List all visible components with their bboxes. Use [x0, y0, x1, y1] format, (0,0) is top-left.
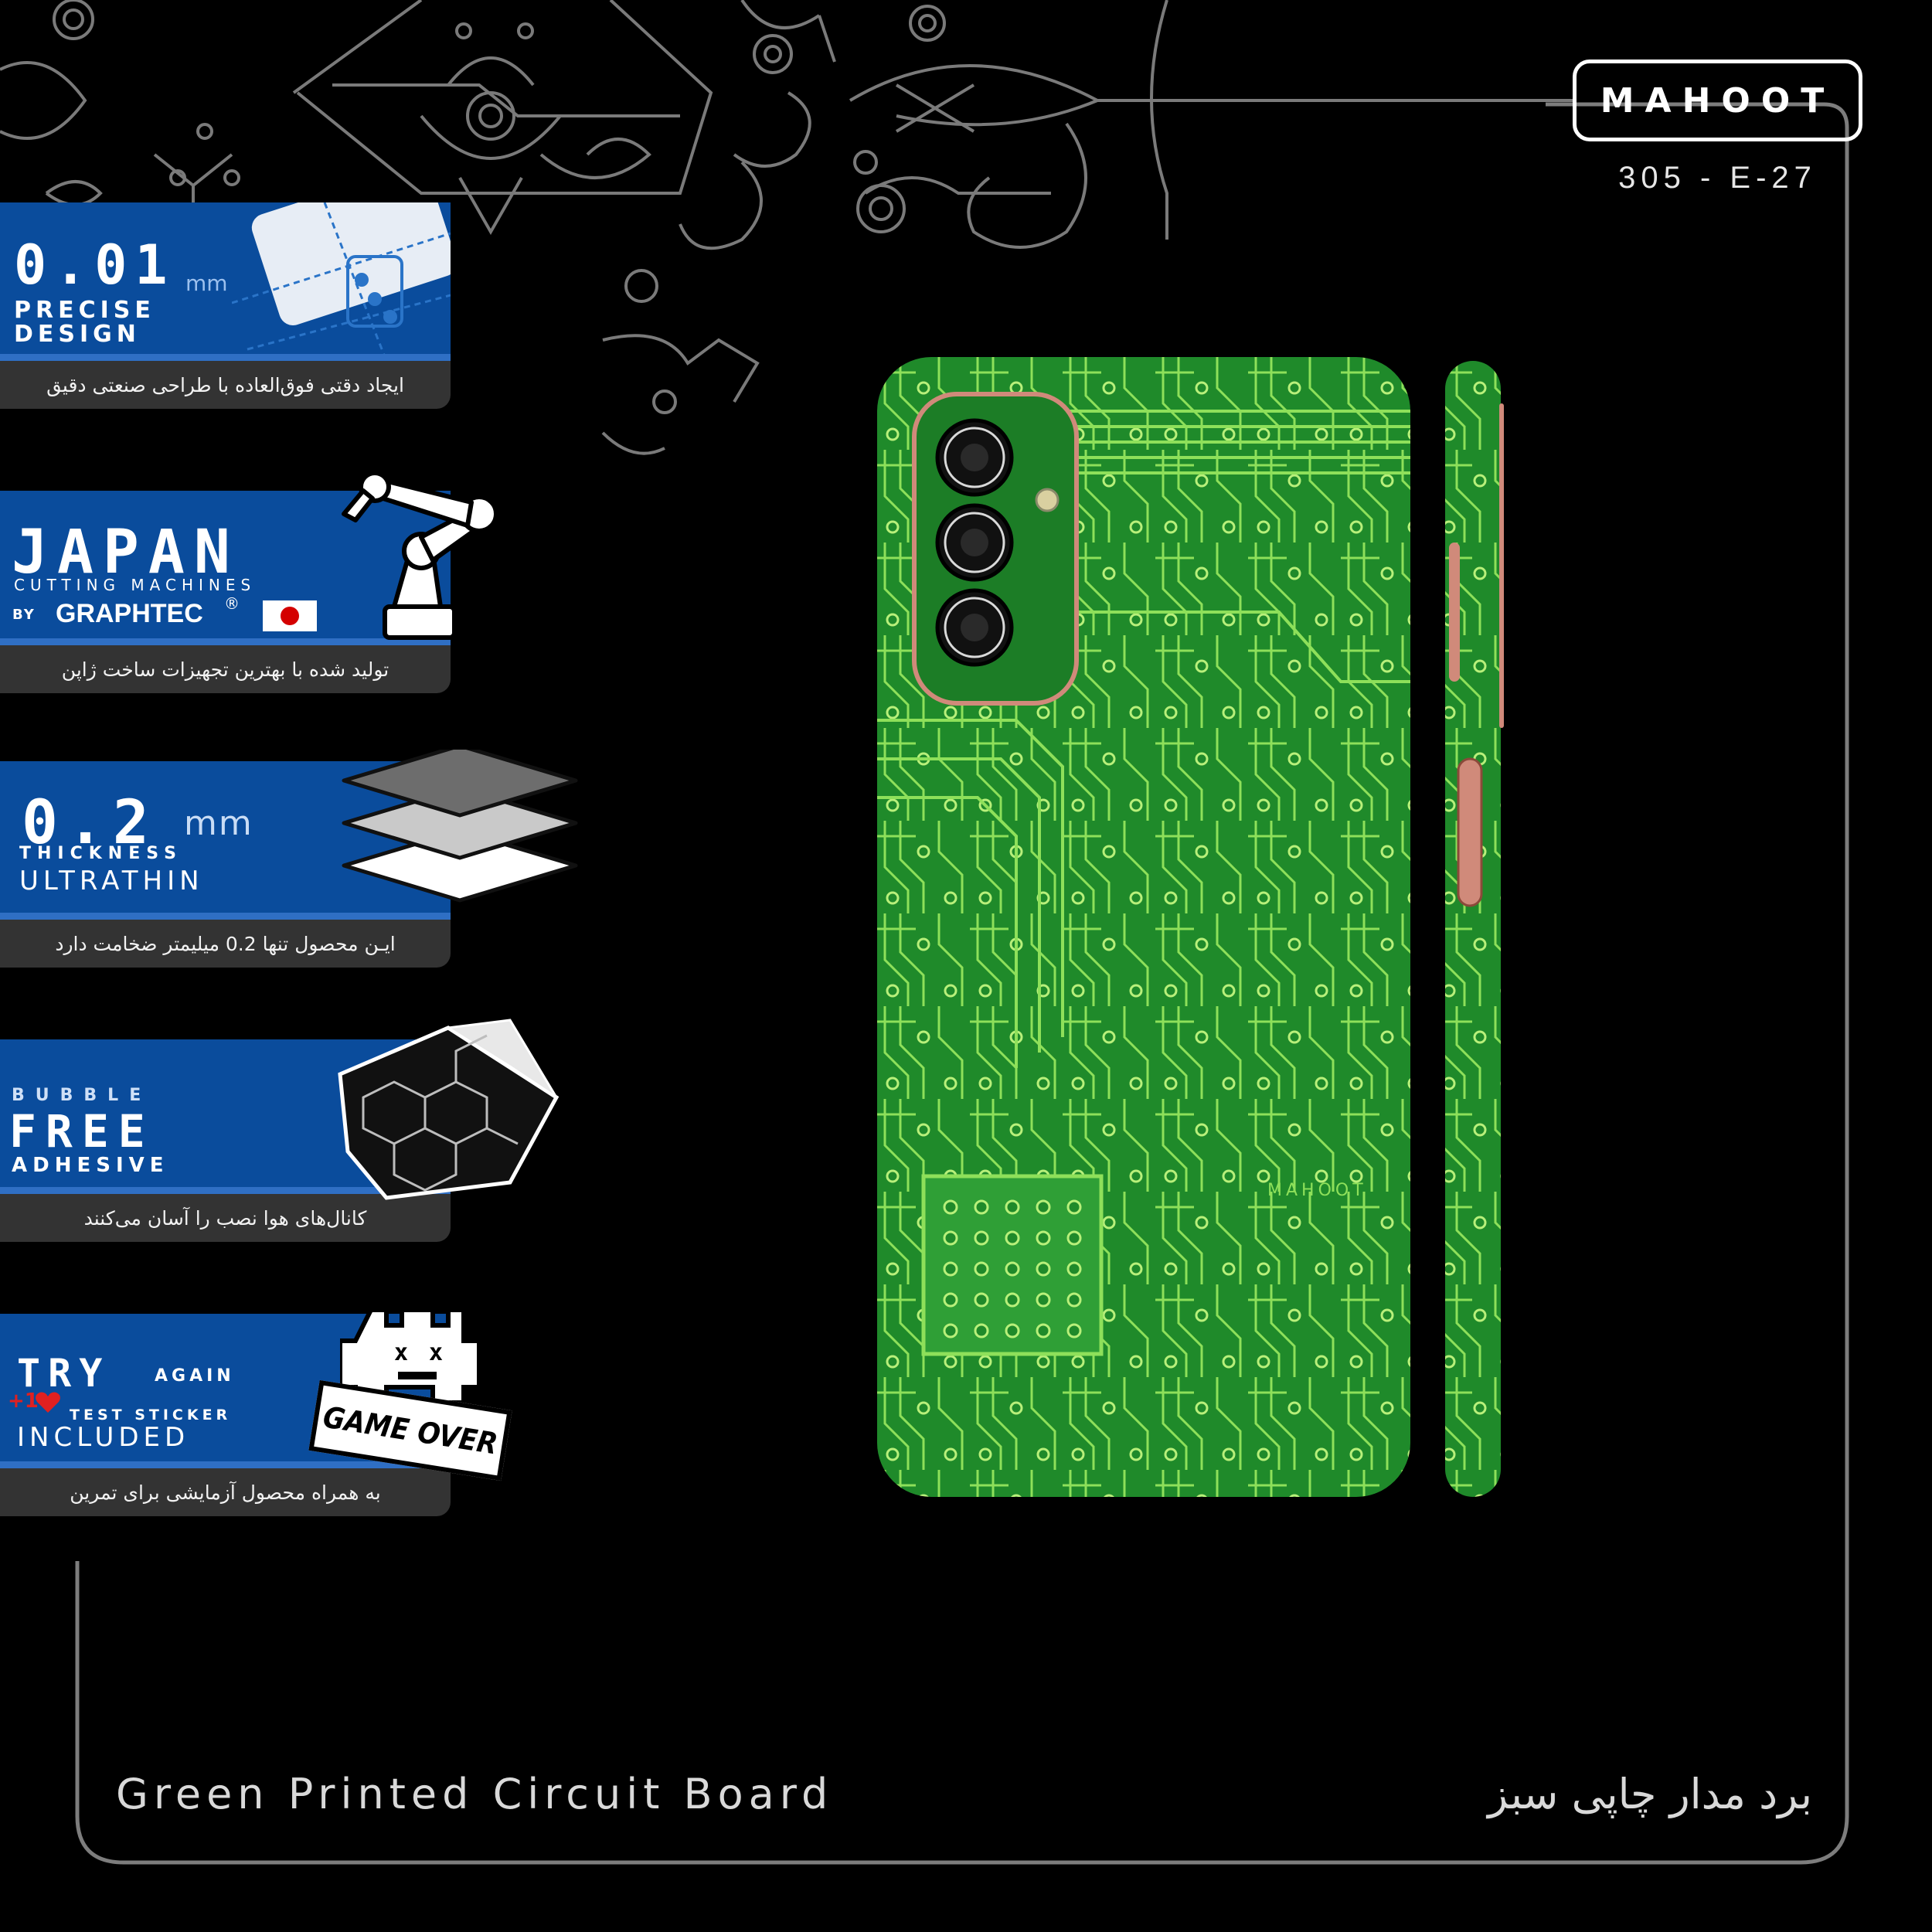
- feature-big-value: 0.2: [22, 788, 158, 858]
- feature-line2: ADHESIVE: [12, 1154, 169, 1177]
- plus-one-badge: +1: [8, 1389, 39, 1413]
- svg-text:x: x: [429, 1339, 443, 1366]
- feature-caption: تولید شده با بهترین تجهیزات ساخت ژاپن: [0, 645, 451, 693]
- japan-flag-icon: [263, 600, 317, 631]
- graphtec-brand: GRAPHTEC: [56, 599, 203, 628]
- layers-icon: [342, 750, 578, 903]
- feature-line1: PRECISE: [14, 297, 155, 324]
- feature-big-value: FREE: [9, 1105, 155, 1158]
- product-code: 305 - E-27: [1618, 161, 1817, 195]
- game-over-text: GAME OVER: [321, 1400, 500, 1461]
- product-title-en: Green Printed Circuit Board: [116, 1770, 834, 1818]
- feature-suffix: AGAIN: [155, 1366, 235, 1386]
- space-invader-icon: x x: [340, 1308, 481, 1405]
- feature-unit: mm: [184, 804, 253, 843]
- phone-blueprint-icon: [232, 202, 451, 361]
- feature-line1: BUBBLE: [12, 1086, 152, 1105]
- feature-japan: JAPAN CUTTING MACHINES BY GRAPHTEC ® تول…: [0, 471, 587, 723]
- heart-icon: [36, 1392, 60, 1413]
- phone-skin-mockup: MAHOOT: [877, 357, 1504, 1497]
- feature-bubble-free: BUBBLE FREE ADHESIVE کانال‌های هوا نصب ر…: [0, 1019, 587, 1271]
- feature-line2: ULTRATHIN: [19, 866, 204, 896]
- brand-logo: MAHOOT: [1573, 60, 1862, 141]
- feature-line1: TEST STICKER: [70, 1406, 232, 1423]
- feature-big-value: JAPAN: [12, 518, 240, 587]
- feature-caption: کانال‌های هوا نصب را آسان می‌کنند: [0, 1194, 451, 1242]
- adhesive-sheet-icon: [338, 1019, 560, 1200]
- feature-line2: INCLUDED: [17, 1422, 190, 1453]
- feature-panel: 0.01 mm PRECISE DESIGN: [0, 202, 451, 361]
- robot-arm-icon: [342, 471, 498, 640]
- feature-line1: CUTTING MACHINES: [14, 576, 257, 594]
- feature-line1: THICKNESS: [19, 844, 182, 863]
- background-ornament: [0, 0, 1577, 455]
- skin-logo: MAHOOT: [1267, 1181, 1367, 1200]
- registered-mark: ®: [224, 594, 240, 613]
- feature-caption: به همراه محصول آزمایشی برای تمرین: [0, 1468, 451, 1516]
- feature-test-sticker: TRY AGAIN +1 TEST STICKER INCLUDED به هم…: [0, 1308, 587, 1546]
- product-title-fa: برد مدار چاپی سبز: [1488, 1770, 1812, 1818]
- feature-precise-design: 0.01 mm PRECISE DESIGN ایجاد دقتی فوق‌ال…: [0, 202, 587, 434]
- feature-thickness: 0.2 mm THICKNESS ULTRATHIN ایـن محصول تن…: [0, 750, 587, 993]
- feature-by: BY: [12, 607, 36, 623]
- feature-unit: mm: [185, 270, 228, 296]
- feature-big-value: TRY: [17, 1351, 111, 1396]
- feature-line2: DESIGN: [14, 321, 141, 348]
- svg-text:x: x: [394, 1339, 408, 1366]
- feature-caption: ایـن محصول تنها 0.2 میلیمتر ضخامت دارد: [0, 920, 451, 968]
- feature-panel: JAPAN CUTTING MACHINES BY GRAPHTEC ®: [0, 491, 451, 645]
- feature-caption: ایجاد دقتی فوق‌العاده با طراحی صنعتی دقی…: [0, 361, 451, 409]
- feature-big-value: 0.01: [14, 233, 175, 297]
